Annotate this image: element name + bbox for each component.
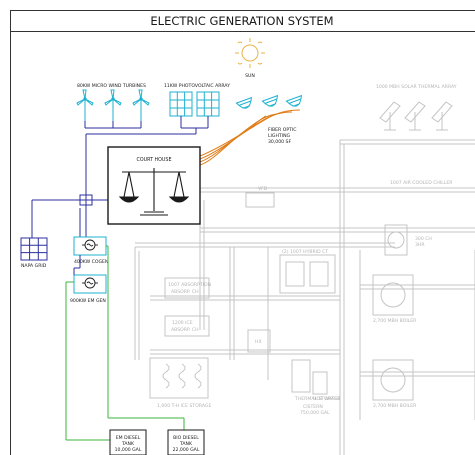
napa-grid-label: NAPA GRID <box>21 263 47 269</box>
absorption-label-2: ABSORP. CH <box>171 289 199 295</box>
ice-storage-label: 1,000 T-H ICE STORAGE <box>157 403 211 409</box>
background-labels: 1000 MBH SOLAR THERMAL ARRAY 1007 AIR CO… <box>157 84 457 416</box>
hot-water-tank <box>312 371 328 395</box>
boiler-label-2: 2,700 MBH BOILER <box>373 403 417 409</box>
cistern-label-2: 750,000 GAL <box>300 410 330 416</box>
thermal-storage-label: THERMAL STORAGE <box>294 396 340 402</box>
sun-label: SUN <box>245 73 255 79</box>
boiler-1 <box>372 274 414 316</box>
absorption-chiller-2 <box>164 315 210 337</box>
em-tank-label-3: 10,000 GAL <box>115 447 142 453</box>
generator-icon <box>82 239 98 251</box>
solar-thermal-array <box>372 101 475 145</box>
em-diesel-tank <box>109 429 147 455</box>
cogen-label: 400KW COGEN <box>74 259 108 265</box>
fiber-optic-label-3: 30,000 SF <box>268 139 291 145</box>
electrical-bus <box>31 116 209 268</box>
boiler-2 <box>372 359 414 401</box>
chiller-unit-label-1: 300 CH <box>415 236 432 242</box>
fuel-lines <box>65 245 185 441</box>
absorption-chiller-1 <box>164 277 210 299</box>
bio-tank-label-3: 22,000 GAL <box>173 447 200 453</box>
bio-tank-label-2: TANK <box>179 441 193 447</box>
em-gen-label: 900KW EM GEN <box>70 298 106 304</box>
thermal-storage-tank <box>291 359 311 393</box>
pv-panel-icon <box>169 91 220 117</box>
wind-turbine-icon <box>76 89 150 121</box>
fiber-optic-collector-icon <box>235 94 303 109</box>
vfd-label: VFD <box>258 186 268 192</box>
bio-diesel-tank <box>167 429 205 455</box>
diagram-border <box>10 10 475 455</box>
absorption-label-1: 1007 ABSORPTION <box>168 282 211 288</box>
sun-icon <box>235 38 265 68</box>
em-generator-unit <box>73 274 107 294</box>
vfd-unit <box>245 192 275 208</box>
hybrid-ct-label: (2) 1007 HYBRID CT <box>282 249 328 255</box>
em-tank-label-1: EM DIESEL <box>116 435 141 441</box>
fiber-optic-label-1: FIBER OPTIC <box>268 127 296 133</box>
napa-grid-icon <box>20 237 48 261</box>
fiber-optic-label-2: LIGHTING <box>268 133 291 139</box>
background-thermal-systems <box>134 101 475 455</box>
hot-water-label: HOT WATER <box>313 396 341 402</box>
em-tank-label-2: TANK <box>121 441 135 447</box>
air-cooled-chiller <box>384 224 408 256</box>
wind-turbines-label: 80KW MICRO WIND TURBINES <box>77 83 146 89</box>
scales-of-justice-icon <box>118 168 190 216</box>
absorption-label-3: 1200 ICE <box>172 320 193 326</box>
courthouse-label: COURT HOUSE <box>136 157 171 163</box>
hybrid-cooling-towers <box>279 254 336 294</box>
pv-array-label: 11KW PHOTOVOLTAIC ARRAY <box>164 83 230 89</box>
boiler-label-1: 2,700 MBH BOILER <box>373 318 417 324</box>
bio-tank-label-1: BIO DIESEL <box>173 435 199 441</box>
hx-label: HX <box>255 339 262 345</box>
generator-icon <box>82 277 98 289</box>
cistern-label-1: CISTERN <box>303 404 323 410</box>
heat-exchanger <box>247 329 271 353</box>
diagram-title: ELECTRIC GENERATION SYSTEM <box>150 14 333 28</box>
chiller-label: 1007 AIR COOLED CHILLER <box>390 180 453 186</box>
ice-storage-tank <box>149 357 209 399</box>
fiber-optic-cables <box>199 109 301 166</box>
chiller-unit-label-2: 3HR <box>415 242 425 248</box>
solar-thermal-label: 1000 MBH SOLAR THERMAL ARRAY <box>376 84 457 90</box>
absorption-label-4: ABSORP. CH <box>171 327 199 333</box>
